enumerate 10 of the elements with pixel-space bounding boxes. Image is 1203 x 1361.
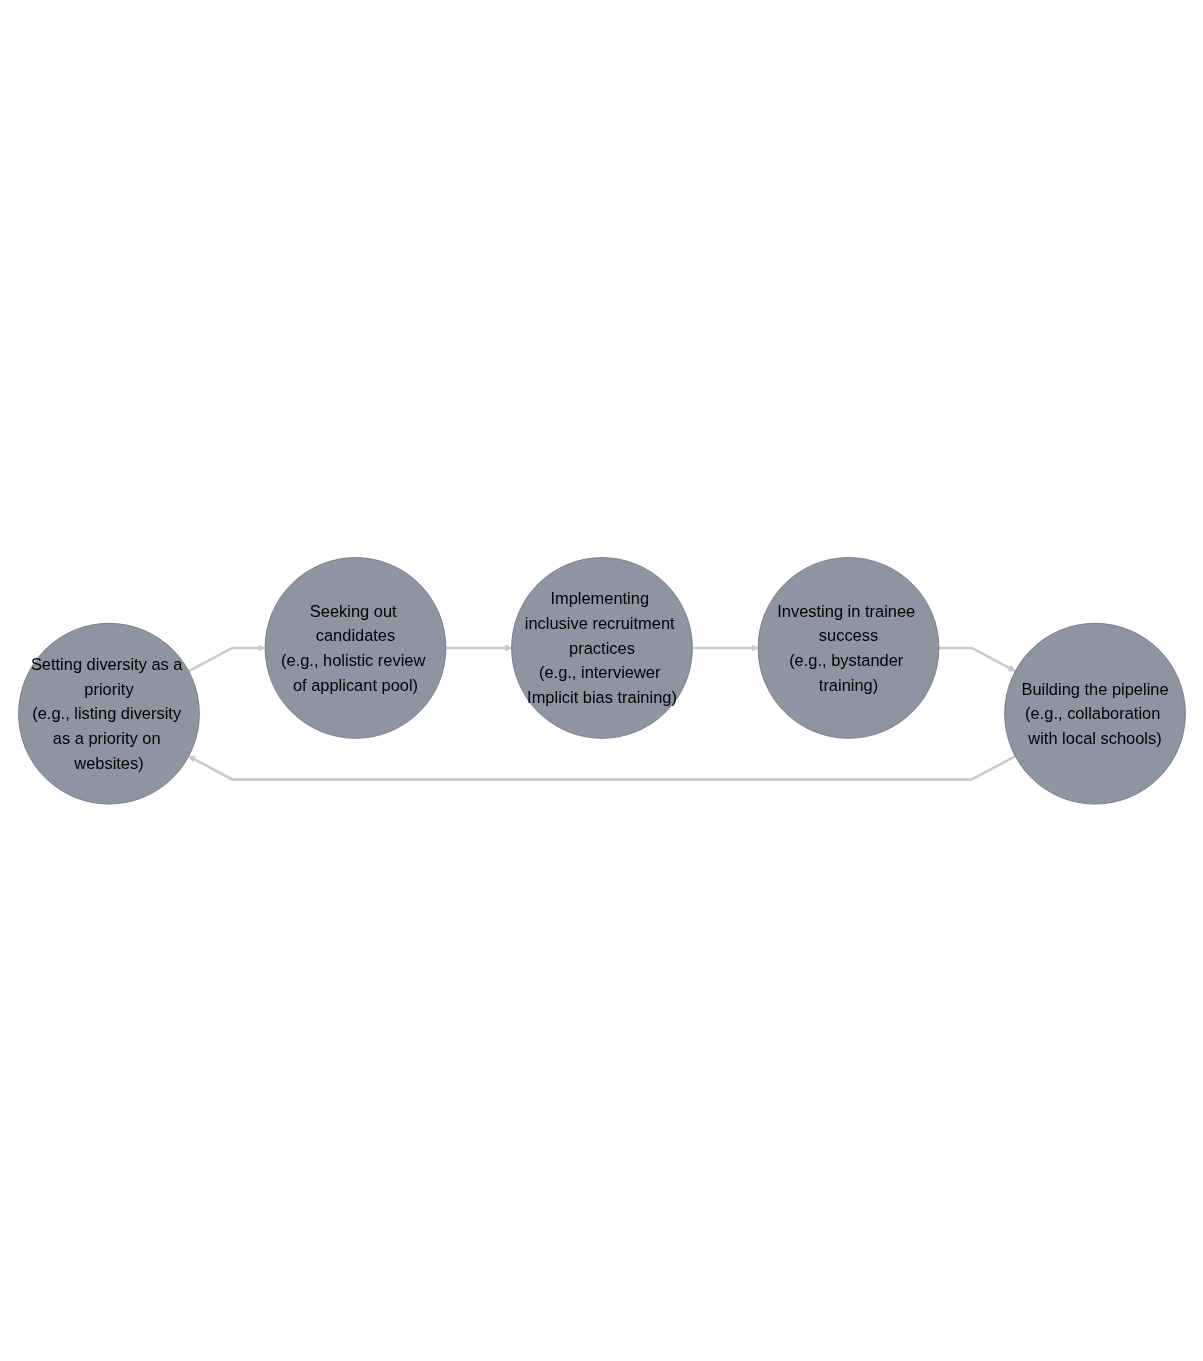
node-circle: Implementing inclusive recruitment practices (e.g., interviewer Implicit bias training) [510, 556, 693, 739]
arrow [691, 644, 758, 652]
arrow [938, 646, 1016, 672]
arrow [187, 644, 265, 672]
node-circle: Investing in trainee success (e.g., bystander training) [757, 556, 939, 739]
node-circle: Building the pipeline (e.g., collaboration with local schools) [1003, 622, 1186, 805]
arrow [187, 754, 1016, 781]
arrow [445, 644, 512, 652]
node-circle: Seeking out candidates (e.g., holistic review of applicant pool) [264, 556, 446, 739]
node-circle: Setting diversity as a priority (e.g., listing diversity as a priority on websites) [17, 622, 200, 805]
